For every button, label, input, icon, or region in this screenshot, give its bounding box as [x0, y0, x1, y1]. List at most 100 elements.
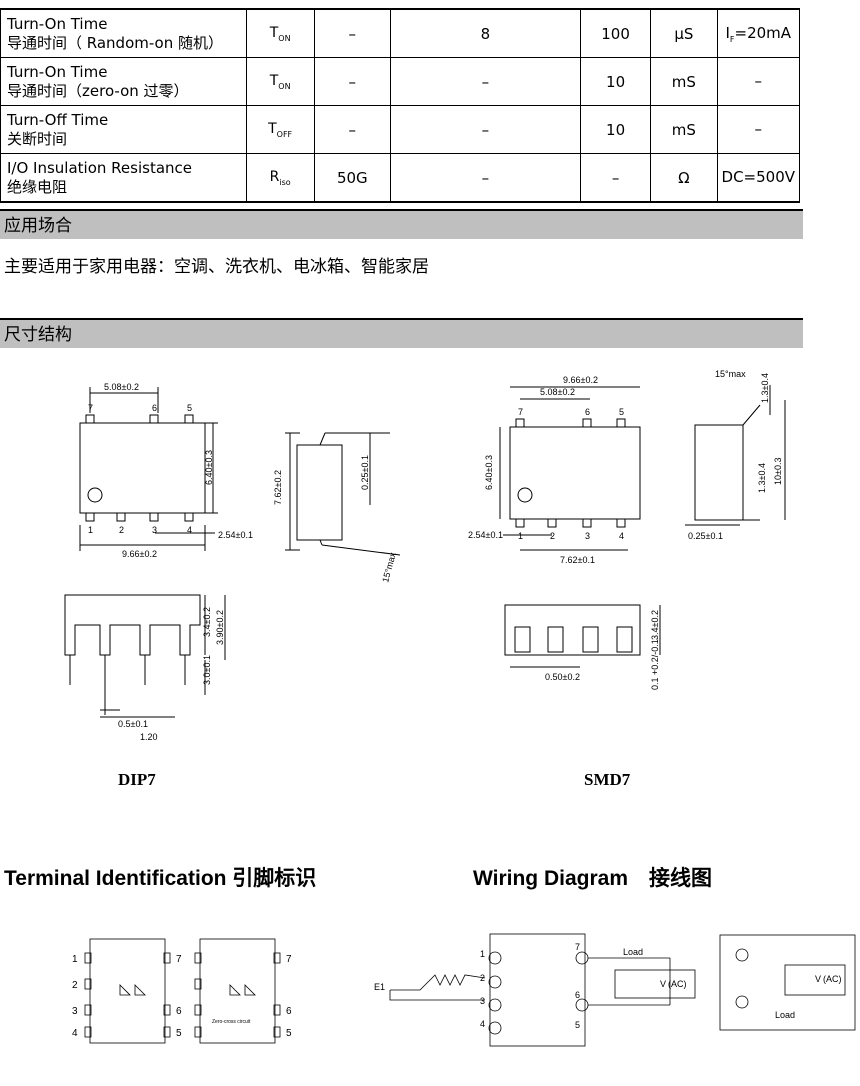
svg-text:2: 2	[72, 980, 78, 991]
param-cn: 绝缘电阻	[7, 177, 68, 196]
svg-text:0.5±0.1: 0.5±0.1	[118, 719, 148, 729]
svg-text:7: 7	[575, 942, 580, 952]
svg-text:Load: Load	[775, 1010, 795, 1020]
svg-text:9.66±0.2: 9.66±0.2	[122, 549, 157, 559]
min-cell: –	[313, 57, 391, 106]
svg-text:E1: E1	[374, 982, 385, 992]
symbol-cell: TON	[245, 8, 315, 58]
svg-text:2: 2	[480, 973, 485, 983]
svg-text:1.20: 1.20	[140, 732, 158, 742]
svg-text:0.25±0.1: 0.25±0.1	[360, 455, 370, 490]
param-en: I/O Insulation Resistance	[7, 158, 192, 177]
svg-text:7: 7	[286, 954, 292, 965]
svg-text:4: 4	[619, 531, 624, 541]
svg-text:7: 7	[176, 954, 182, 965]
svg-text:3: 3	[152, 525, 157, 535]
svg-text:(AC): (AC)	[668, 979, 687, 989]
min-cell: 50G	[313, 153, 391, 203]
svg-text:7.62±0.1: 7.62±0.1	[560, 555, 595, 565]
svg-text:7: 7	[518, 407, 523, 417]
svg-text:5.08±0.2: 5.08±0.2	[540, 387, 575, 397]
svg-text:0.1 +0.2/-0.1: 0.1 +0.2/-0.1	[650, 639, 660, 690]
typ-cell: 8	[389, 8, 581, 58]
symbol-cell: TOFF	[245, 105, 315, 154]
dip7-label: DIP7	[118, 770, 156, 789]
svg-text:(AC): (AC)	[823, 974, 842, 984]
svg-text:3: 3	[585, 531, 590, 541]
param-en: Turn-Off Time	[7, 110, 109, 129]
param-cn: 导通时间（ Random-on 随机）	[7, 33, 224, 52]
terminal-title: Terminal Identification 引脚标识	[4, 867, 317, 890]
svg-text:3.4±0.2: 3.4±0.2	[650, 610, 660, 640]
svg-text:6: 6	[575, 990, 580, 1000]
applications-heading: 应用场合	[0, 209, 803, 239]
svg-text:5: 5	[176, 1028, 182, 1039]
svg-text:15°max: 15°max	[715, 369, 746, 379]
unit-cell: mS	[650, 105, 718, 154]
svg-text:3.90±0.2: 3.90±0.2	[215, 610, 225, 645]
svg-text:7: 7	[88, 403, 93, 413]
min-cell: –	[313, 105, 391, 154]
svg-text:V: V	[660, 979, 666, 989]
typ-cell: –	[389, 57, 581, 106]
svg-text:0.25±0.1: 0.25±0.1	[688, 531, 723, 541]
svg-text:5: 5	[286, 1028, 292, 1039]
condition-cell: IF=20mA	[716, 8, 801, 58]
svg-text:5.08±0.2: 5.08±0.2	[104, 382, 139, 392]
svg-text:Load: Load	[623, 947, 643, 957]
max-cell: –	[579, 153, 652, 203]
symbol-cell: Riso	[245, 153, 315, 203]
svg-text:5: 5	[575, 1020, 580, 1030]
svg-text:3.4±0.2: 3.4±0.2	[202, 607, 212, 637]
dip-body-top	[79, 422, 206, 514]
svg-text:1: 1	[88, 525, 93, 535]
param-cn: 导通时间（zero-on 过零）	[7, 81, 189, 100]
svg-text:5: 5	[619, 407, 624, 417]
svg-text:4: 4	[187, 525, 192, 535]
svg-text:4: 4	[480, 1019, 485, 1029]
wiring-title: Wiring Diagram 接线图	[473, 867, 712, 890]
svg-text:7.62±0.2: 7.62±0.2	[273, 470, 283, 505]
unit-cell: Ω	[650, 153, 718, 203]
svg-text:Zero-cross circuit: Zero-cross circuit	[212, 1019, 251, 1025]
svg-text:6.40±0.3: 6.40±0.3	[484, 455, 494, 490]
unit-cell: μS	[650, 8, 718, 58]
condition-cell: DC=500V	[716, 153, 801, 203]
svg-text:5: 5	[187, 403, 192, 413]
svg-text:0.50±0.2: 0.50±0.2	[545, 672, 580, 682]
dip-pin1-marker	[87, 487, 103, 503]
svg-text:1: 1	[480, 949, 485, 959]
smd-pin1-marker	[517, 487, 533, 503]
condition-cell: –	[716, 105, 801, 154]
svg-text:1: 1	[518, 531, 523, 541]
svg-text:3: 3	[72, 1006, 78, 1017]
svg-text:V: V	[815, 974, 821, 984]
svg-text:9.66±0.2: 9.66±0.2	[563, 375, 598, 385]
smd-body-top	[509, 426, 641, 520]
svg-text:1.3±0.4: 1.3±0.4	[760, 373, 770, 403]
svg-text:1.3±0.4: 1.3±0.4	[757, 463, 767, 493]
max-cell: 100	[579, 8, 652, 58]
svg-text:6: 6	[152, 403, 157, 413]
svg-text:6: 6	[176, 1006, 182, 1017]
param-cn: 关断时间	[7, 129, 68, 148]
svg-text:1: 1	[72, 954, 78, 965]
svg-text:4: 4	[72, 1028, 78, 1039]
svg-text:2.54±0.1: 2.54±0.1	[218, 530, 253, 540]
typ-cell: –	[389, 153, 581, 203]
svg-text:3.0±0.1: 3.0±0.1	[202, 655, 212, 685]
svg-text:15°max: 15°max	[380, 551, 398, 584]
smd7-label: SMD7	[584, 770, 631, 789]
